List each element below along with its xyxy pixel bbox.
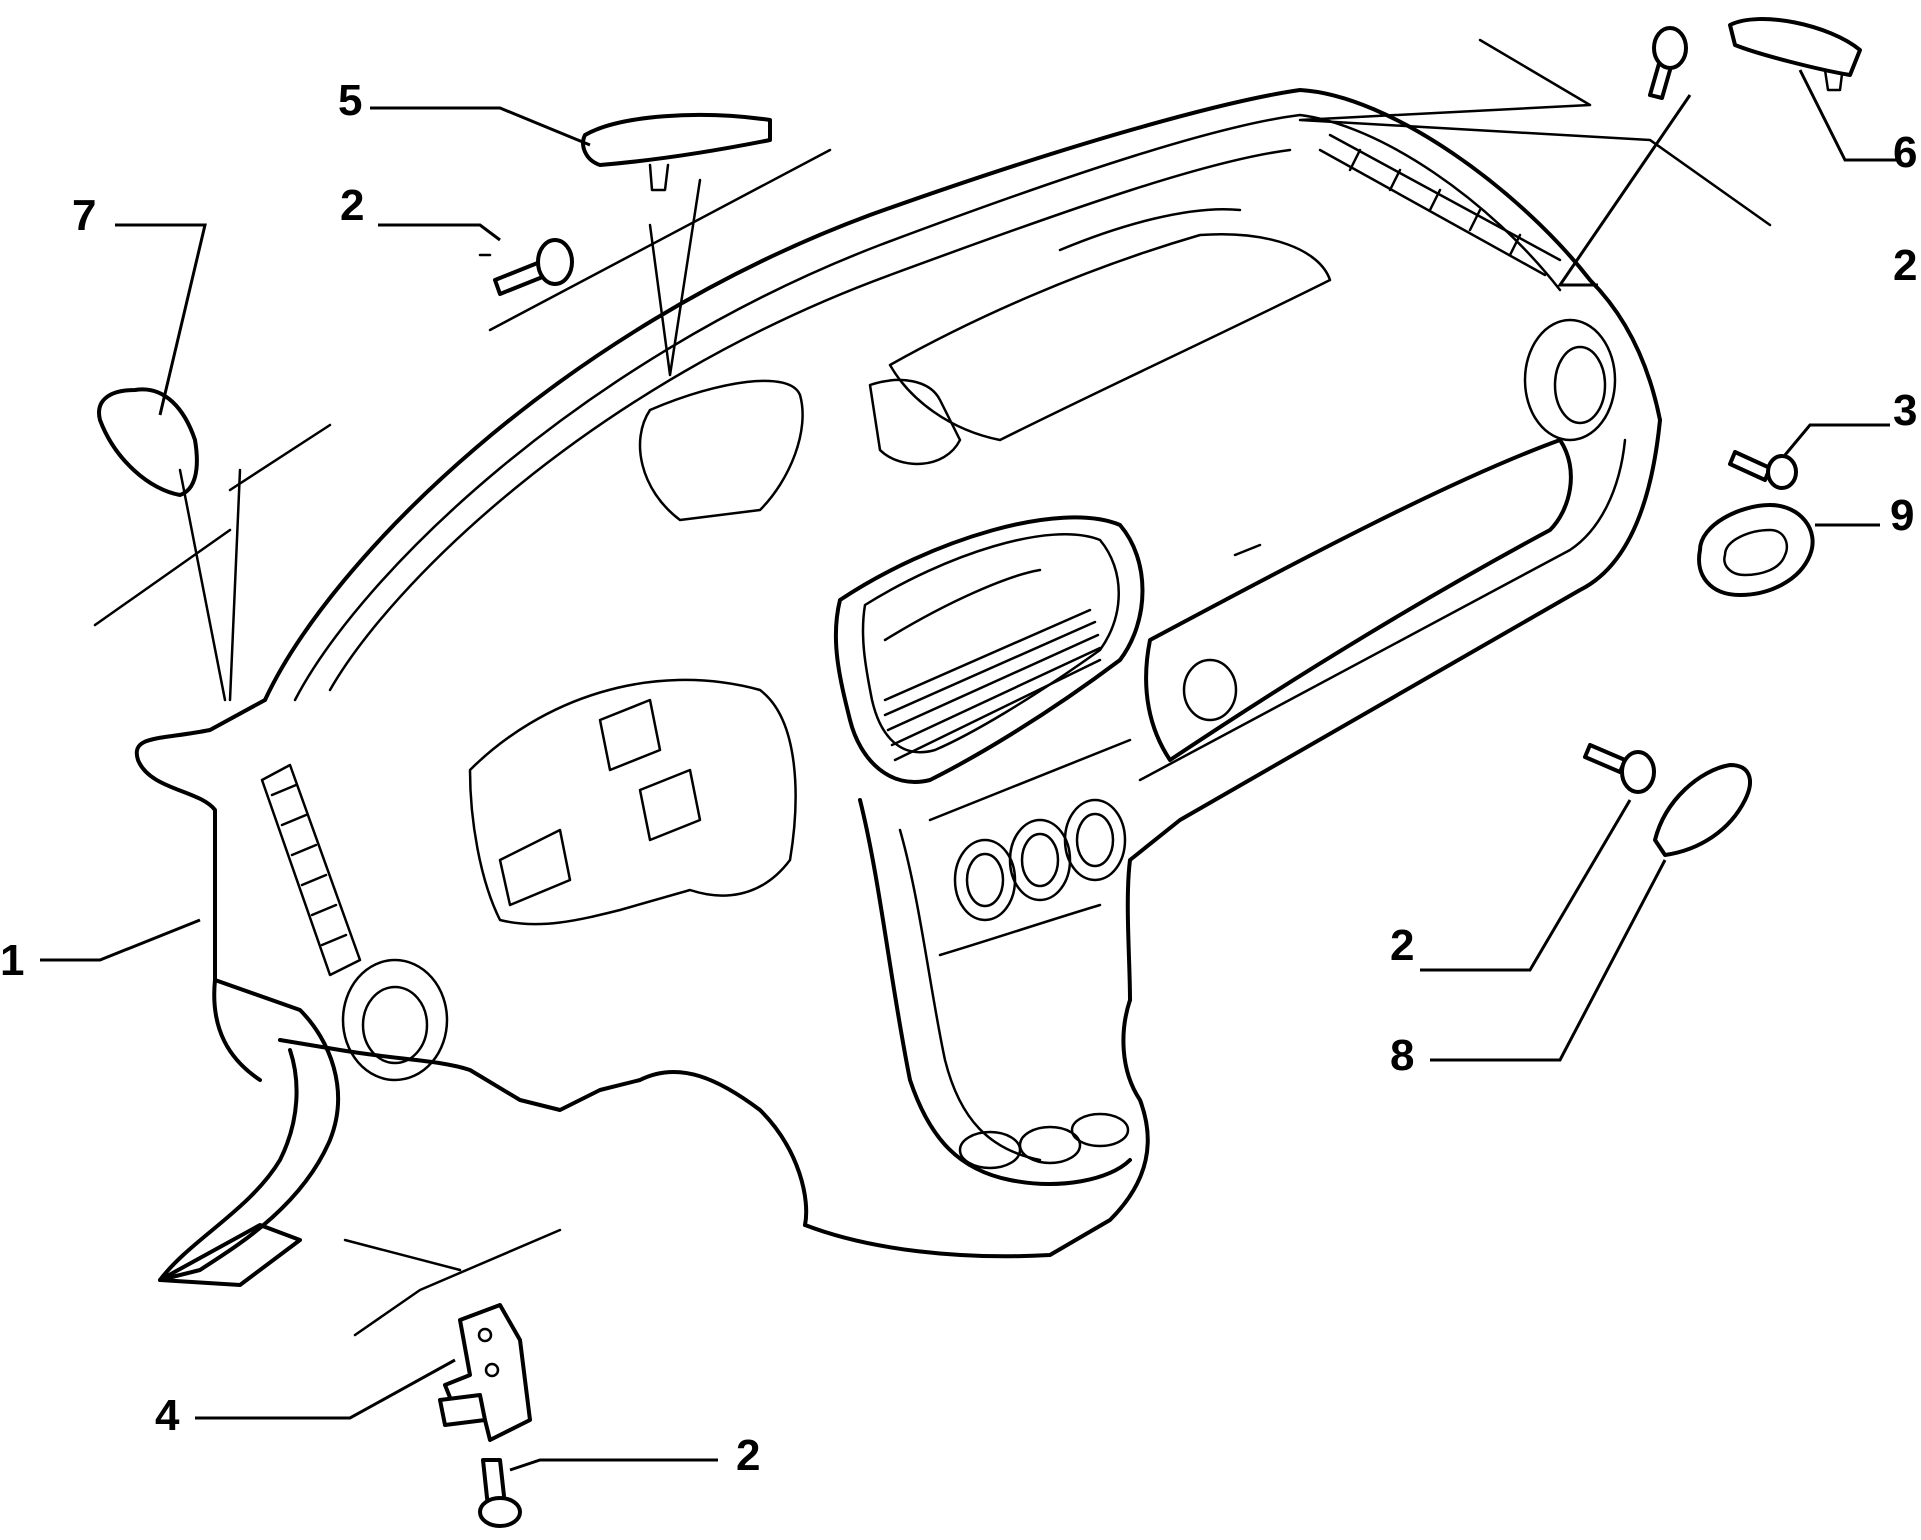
part-2-screw-d bbox=[478, 1458, 522, 1528]
part-7-end-cap bbox=[97, 387, 199, 497]
part-5-cover-cap bbox=[581, 113, 772, 192]
callout-labels: 1 2 2 2 2 3 4 5 6 7 8 9 bbox=[0, 76, 1917, 1480]
callout-label-2-right-lower: 2 bbox=[1390, 921, 1414, 970]
dashboard-panel bbox=[134, 88, 1662, 1287]
callout-label-8: 8 bbox=[1390, 1031, 1414, 1080]
callout-label-1: 1 bbox=[0, 936, 24, 985]
part-2-screw-c bbox=[1583, 743, 1656, 794]
callout-label-6: 6 bbox=[1893, 128, 1917, 177]
part-3-screw bbox=[1728, 450, 1798, 490]
cup-holders bbox=[958, 1112, 1130, 1170]
left-side-vent bbox=[260, 763, 362, 977]
part-4-bracket bbox=[438, 1303, 532, 1442]
left-round-vent bbox=[341, 958, 449, 1082]
climate-control-knobs bbox=[953, 798, 1127, 922]
callout-label-7: 7 bbox=[72, 191, 96, 240]
callout-label-5: 5 bbox=[338, 76, 362, 125]
callout-label-3: 3 bbox=[1893, 386, 1917, 435]
center-vent-slats bbox=[883, 608, 1102, 762]
part-2-screw-b bbox=[1648, 26, 1688, 100]
callout-label-2-bottom: 2 bbox=[736, 1431, 760, 1480]
callout-label-4: 4 bbox=[155, 1391, 180, 1440]
part-8-end-cap bbox=[1653, 763, 1752, 857]
right-round-vent bbox=[1523, 318, 1617, 442]
callout-label-2-left: 2 bbox=[340, 181, 364, 230]
defrost-grille bbox=[1318, 133, 1562, 277]
callout-label-9: 9 bbox=[1890, 491, 1914, 540]
part-9-grommet bbox=[1697, 503, 1815, 597]
part-6-cover-cap bbox=[1728, 17, 1862, 92]
callout-label-2-top-right: 2 bbox=[1893, 241, 1917, 290]
leader-lines bbox=[40, 38, 1898, 1472]
part-2-screw-a bbox=[493, 238, 574, 296]
